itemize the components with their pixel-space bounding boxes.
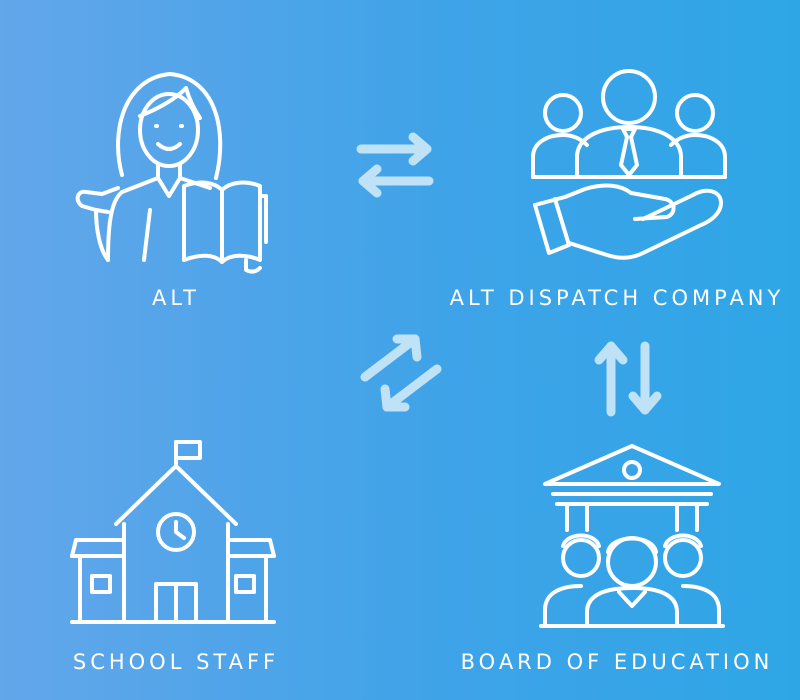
school-building-icon (70, 440, 276, 624)
node-label-alt: ALT (151, 286, 201, 310)
hand-holding-people-icon (531, 69, 727, 260)
bidirectional-arrow-alt-school (360, 334, 442, 412)
teacher-with-book-icon (75, 72, 268, 274)
node-label-board: BOARD OF EDUCATION (460, 650, 774, 674)
government-building-people-icon (539, 444, 725, 628)
node-label-dispatch: ALT DISPATCH COMPANY (449, 286, 785, 310)
bidirectional-arrow-dispatch-board (594, 341, 662, 417)
bidirectional-arrow-alt-dispatch (356, 132, 434, 198)
node-label-school: SCHOOL STAFF (72, 650, 280, 674)
